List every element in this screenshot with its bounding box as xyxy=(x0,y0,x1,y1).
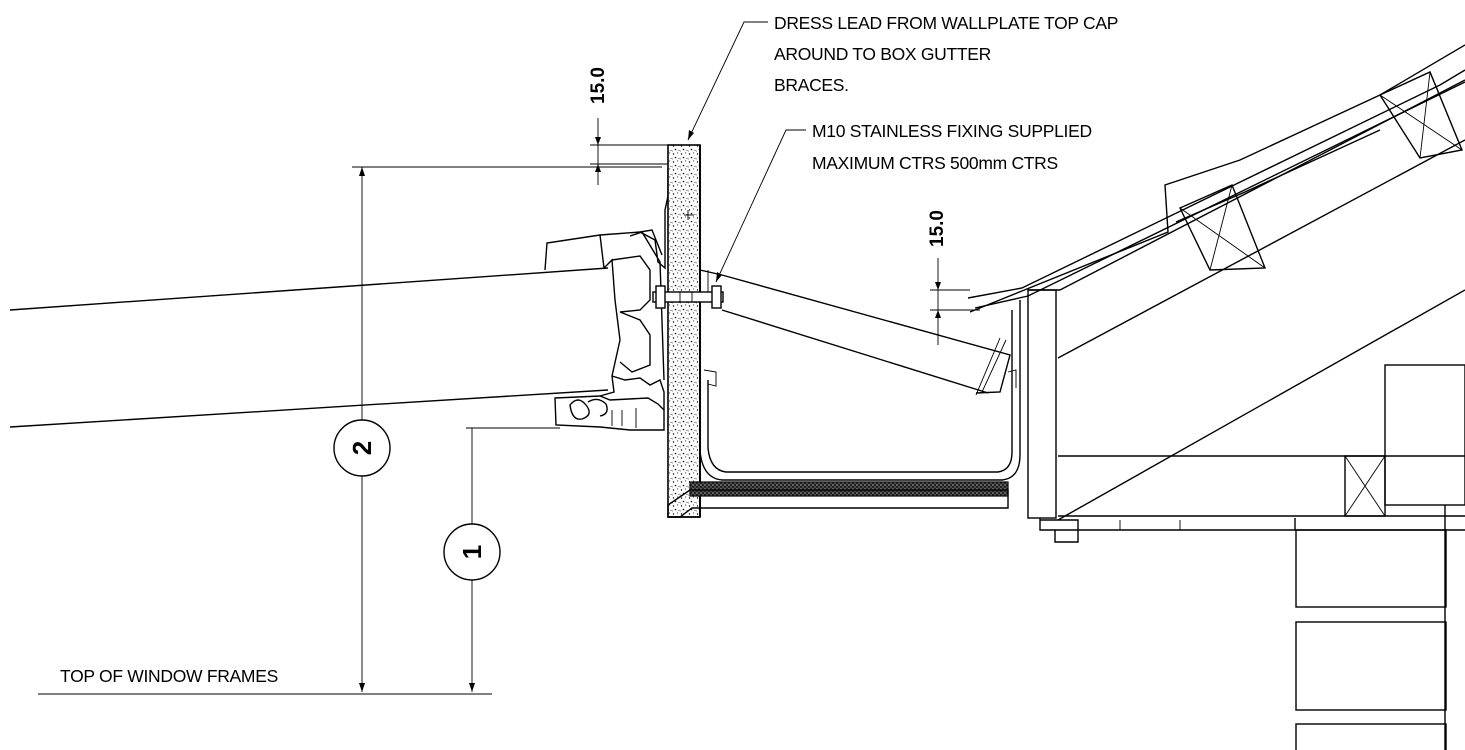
window-frames-label: TOP OF WINDOW FRAMES xyxy=(60,666,278,686)
fixing-line-2: MAXIMUM CTRS 500mm CTRS xyxy=(812,153,1058,173)
dress-lead-line-3: BRACES. xyxy=(774,75,849,95)
m10-fixing-bolt xyxy=(652,210,724,309)
box-gutter xyxy=(667,300,1021,518)
tag-1-label: 1 xyxy=(457,545,487,559)
glazing-panel xyxy=(9,267,609,428)
dimension-upstand-right: 15.0 xyxy=(927,210,980,345)
dimension-tag-1: 1 xyxy=(443,427,560,692)
dress-lead-line-1: DRESS LEAD FROM WALLPLATE TOP CAP xyxy=(774,13,1118,33)
fixing-note: M10 STAINLESS FIXING SUPPLIED MAXIMUM CT… xyxy=(715,121,1092,283)
roof-structure xyxy=(967,44,1465,750)
tag-2-label: 2 xyxy=(347,441,377,455)
dimension-label-left: 15.0 xyxy=(588,67,609,104)
gutter-brace xyxy=(699,269,1011,396)
dimension-upstand-left: 15.0 xyxy=(588,67,668,185)
wallplate-upstand xyxy=(667,144,701,518)
dimension-label-right: 15.0 xyxy=(927,210,948,247)
fixing-line-1: M10 STAINLESS FIXING SUPPLIED xyxy=(812,121,1092,141)
dress-lead-note: DRESS LEAD FROM WALLPLATE TOP CAP AROUND… xyxy=(687,13,1118,141)
dimension-tag-2: 2 xyxy=(333,166,662,692)
window-frame-profile xyxy=(544,168,669,431)
dress-lead-line-2: AROUND TO BOX GUTTER xyxy=(774,44,991,64)
window-frames-level: TOP OF WINDOW FRAMES xyxy=(38,666,492,695)
batten-crosses xyxy=(1179,71,1463,271)
